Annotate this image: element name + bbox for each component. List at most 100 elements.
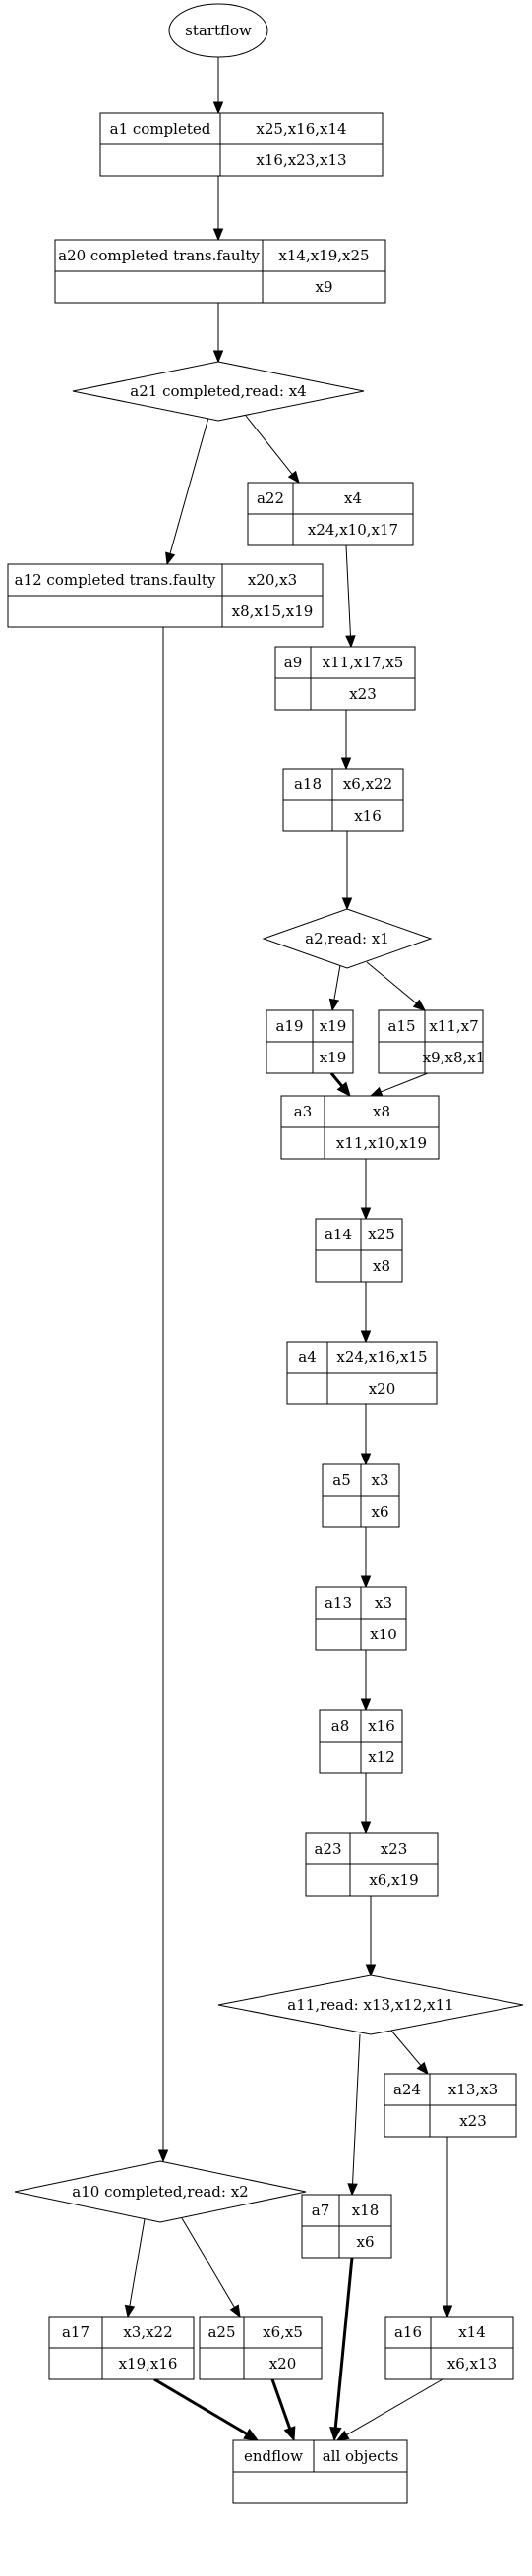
edge-a10-to-a17 bbox=[124, 2218, 146, 2318]
arrowhead bbox=[157, 2149, 169, 2163]
arrowhead bbox=[212, 101, 224, 115]
edge-line bbox=[346, 2378, 443, 2435]
edge-a21-to-a12 bbox=[165, 417, 209, 566]
node-name: a25 bbox=[207, 2323, 235, 2341]
node-vars-bottom: x16,x23,x13 bbox=[256, 151, 346, 169]
arrowhead bbox=[335, 2430, 350, 2441]
node-name: a9 bbox=[284, 654, 303, 671]
node-vars-bottom: x16 bbox=[354, 807, 382, 825]
node-vars-bottom: x23 bbox=[459, 2112, 487, 2130]
edge-line bbox=[329, 1072, 343, 1087]
edge-a23-to-a11 bbox=[365, 1896, 377, 1977]
node-vars-bottom: x19,x16 bbox=[119, 2355, 178, 2373]
decision-a2: a2,read: x1 bbox=[262, 908, 433, 969]
node-vars-bottom: x9,x8,x1 bbox=[423, 1049, 486, 1066]
decision-label: a21 completed,read: x4 bbox=[130, 382, 306, 400]
node-name: a12 completed trans.faulty bbox=[15, 571, 216, 589]
edge-a21-to-a22 bbox=[245, 415, 300, 485]
node-vars-top: x3 bbox=[375, 1594, 392, 1612]
node-vars-top: x25 bbox=[368, 1226, 395, 1243]
arrowhead bbox=[287, 470, 300, 485]
node-vars-bottom: x12 bbox=[368, 1748, 395, 1766]
edge-a1-to-a20 bbox=[212, 176, 224, 242]
node-name: a24 bbox=[393, 2081, 421, 2098]
edge-a15-to-a3 bbox=[369, 1072, 429, 1097]
arrowhead bbox=[347, 2183, 358, 2197]
node-name: a22 bbox=[257, 489, 284, 507]
node-vars-bottom: x24,x10,x17 bbox=[308, 521, 398, 539]
arrowhead bbox=[229, 2304, 241, 2318]
node-vars-bottom: x20 bbox=[269, 2355, 297, 2373]
edge-a16-to-end bbox=[335, 2378, 443, 2441]
edge-a3-to-a14 bbox=[360, 1159, 372, 1221]
arrowhead bbox=[369, 1086, 384, 1097]
node-vars-bottom: x19 bbox=[320, 1049, 347, 1066]
arrowhead bbox=[329, 2426, 342, 2442]
edge-line bbox=[333, 964, 341, 1001]
node-a25: a25 x6,x5 x20 bbox=[199, 2316, 323, 2380]
decision-a21: a21 completed,read: x4 bbox=[72, 361, 365, 422]
arrowhead bbox=[360, 1698, 372, 1712]
node-vars-top: x18 bbox=[352, 2202, 380, 2219]
arrowhead bbox=[360, 1575, 372, 1589]
node-vars-top: x6,x5 bbox=[263, 2323, 303, 2341]
edge-line bbox=[270, 2378, 292, 2430]
decision-label: a10 completed,read: x2 bbox=[72, 2183, 248, 2201]
edge-line bbox=[245, 415, 293, 475]
edge-a7-to-end bbox=[329, 2257, 354, 2442]
edges-layer bbox=[124, 57, 453, 2442]
node-name: a7 bbox=[312, 2202, 330, 2219]
node-a22: a22 x4 x24,x10,x17 bbox=[247, 482, 414, 546]
node-name: a14 bbox=[325, 1226, 352, 1243]
edge-a5-to-a13 bbox=[360, 1527, 372, 1589]
edge-line bbox=[333, 2257, 354, 2429]
node-vars-top: x14 bbox=[458, 2323, 486, 2341]
edge-a11-to-a24 bbox=[390, 2030, 429, 2076]
node-vars-top: x24,x16,x15 bbox=[336, 1348, 427, 1366]
node-name: a4 bbox=[298, 1348, 317, 1366]
edge-line bbox=[129, 2218, 146, 2307]
node-vars-bottom: x6 bbox=[356, 2233, 374, 2251]
arrowhead bbox=[360, 1821, 372, 1835]
edge-line bbox=[153, 2377, 248, 2435]
node-name: a16 bbox=[394, 2323, 422, 2341]
edge-a11-to-a7 bbox=[347, 2033, 361, 2197]
node-vars-top: x4 bbox=[344, 489, 362, 507]
edge-line bbox=[352, 2033, 361, 2185]
decision-a11: a11,read: x13,x12,x11 bbox=[217, 1975, 524, 2035]
arrowhead bbox=[340, 757, 352, 771]
edge-line bbox=[366, 961, 417, 1004]
node-vars-top: x8 bbox=[373, 1103, 390, 1120]
start-label: startflow bbox=[185, 22, 252, 39]
arrowhead bbox=[416, 2061, 429, 2076]
edge-line bbox=[169, 417, 209, 554]
edge-a2-to-a15 bbox=[366, 961, 427, 1011]
decision-diamond bbox=[262, 908, 433, 969]
node-name: a5 bbox=[332, 1471, 351, 1489]
edge-a13-to-a8 bbox=[360, 1650, 372, 1712]
node-vars-top: x6,x22 bbox=[343, 775, 392, 793]
arrowhead bbox=[336, 1081, 351, 1097]
edge-a4-to-a5 bbox=[360, 1404, 372, 1466]
node-vars-bottom: x6,x19 bbox=[369, 1871, 418, 1889]
decision-diamond bbox=[72, 361, 365, 422]
node-vars-top: x20,x3 bbox=[248, 571, 297, 589]
edge-start-to-a1 bbox=[212, 57, 224, 115]
edge-a22-to-a9 bbox=[345, 544, 356, 649]
node-name: a18 bbox=[294, 775, 322, 793]
node-name: a13 bbox=[325, 1594, 352, 1612]
edge-a25-to-end bbox=[270, 2378, 296, 2442]
node-start: startflow bbox=[168, 3, 268, 58]
